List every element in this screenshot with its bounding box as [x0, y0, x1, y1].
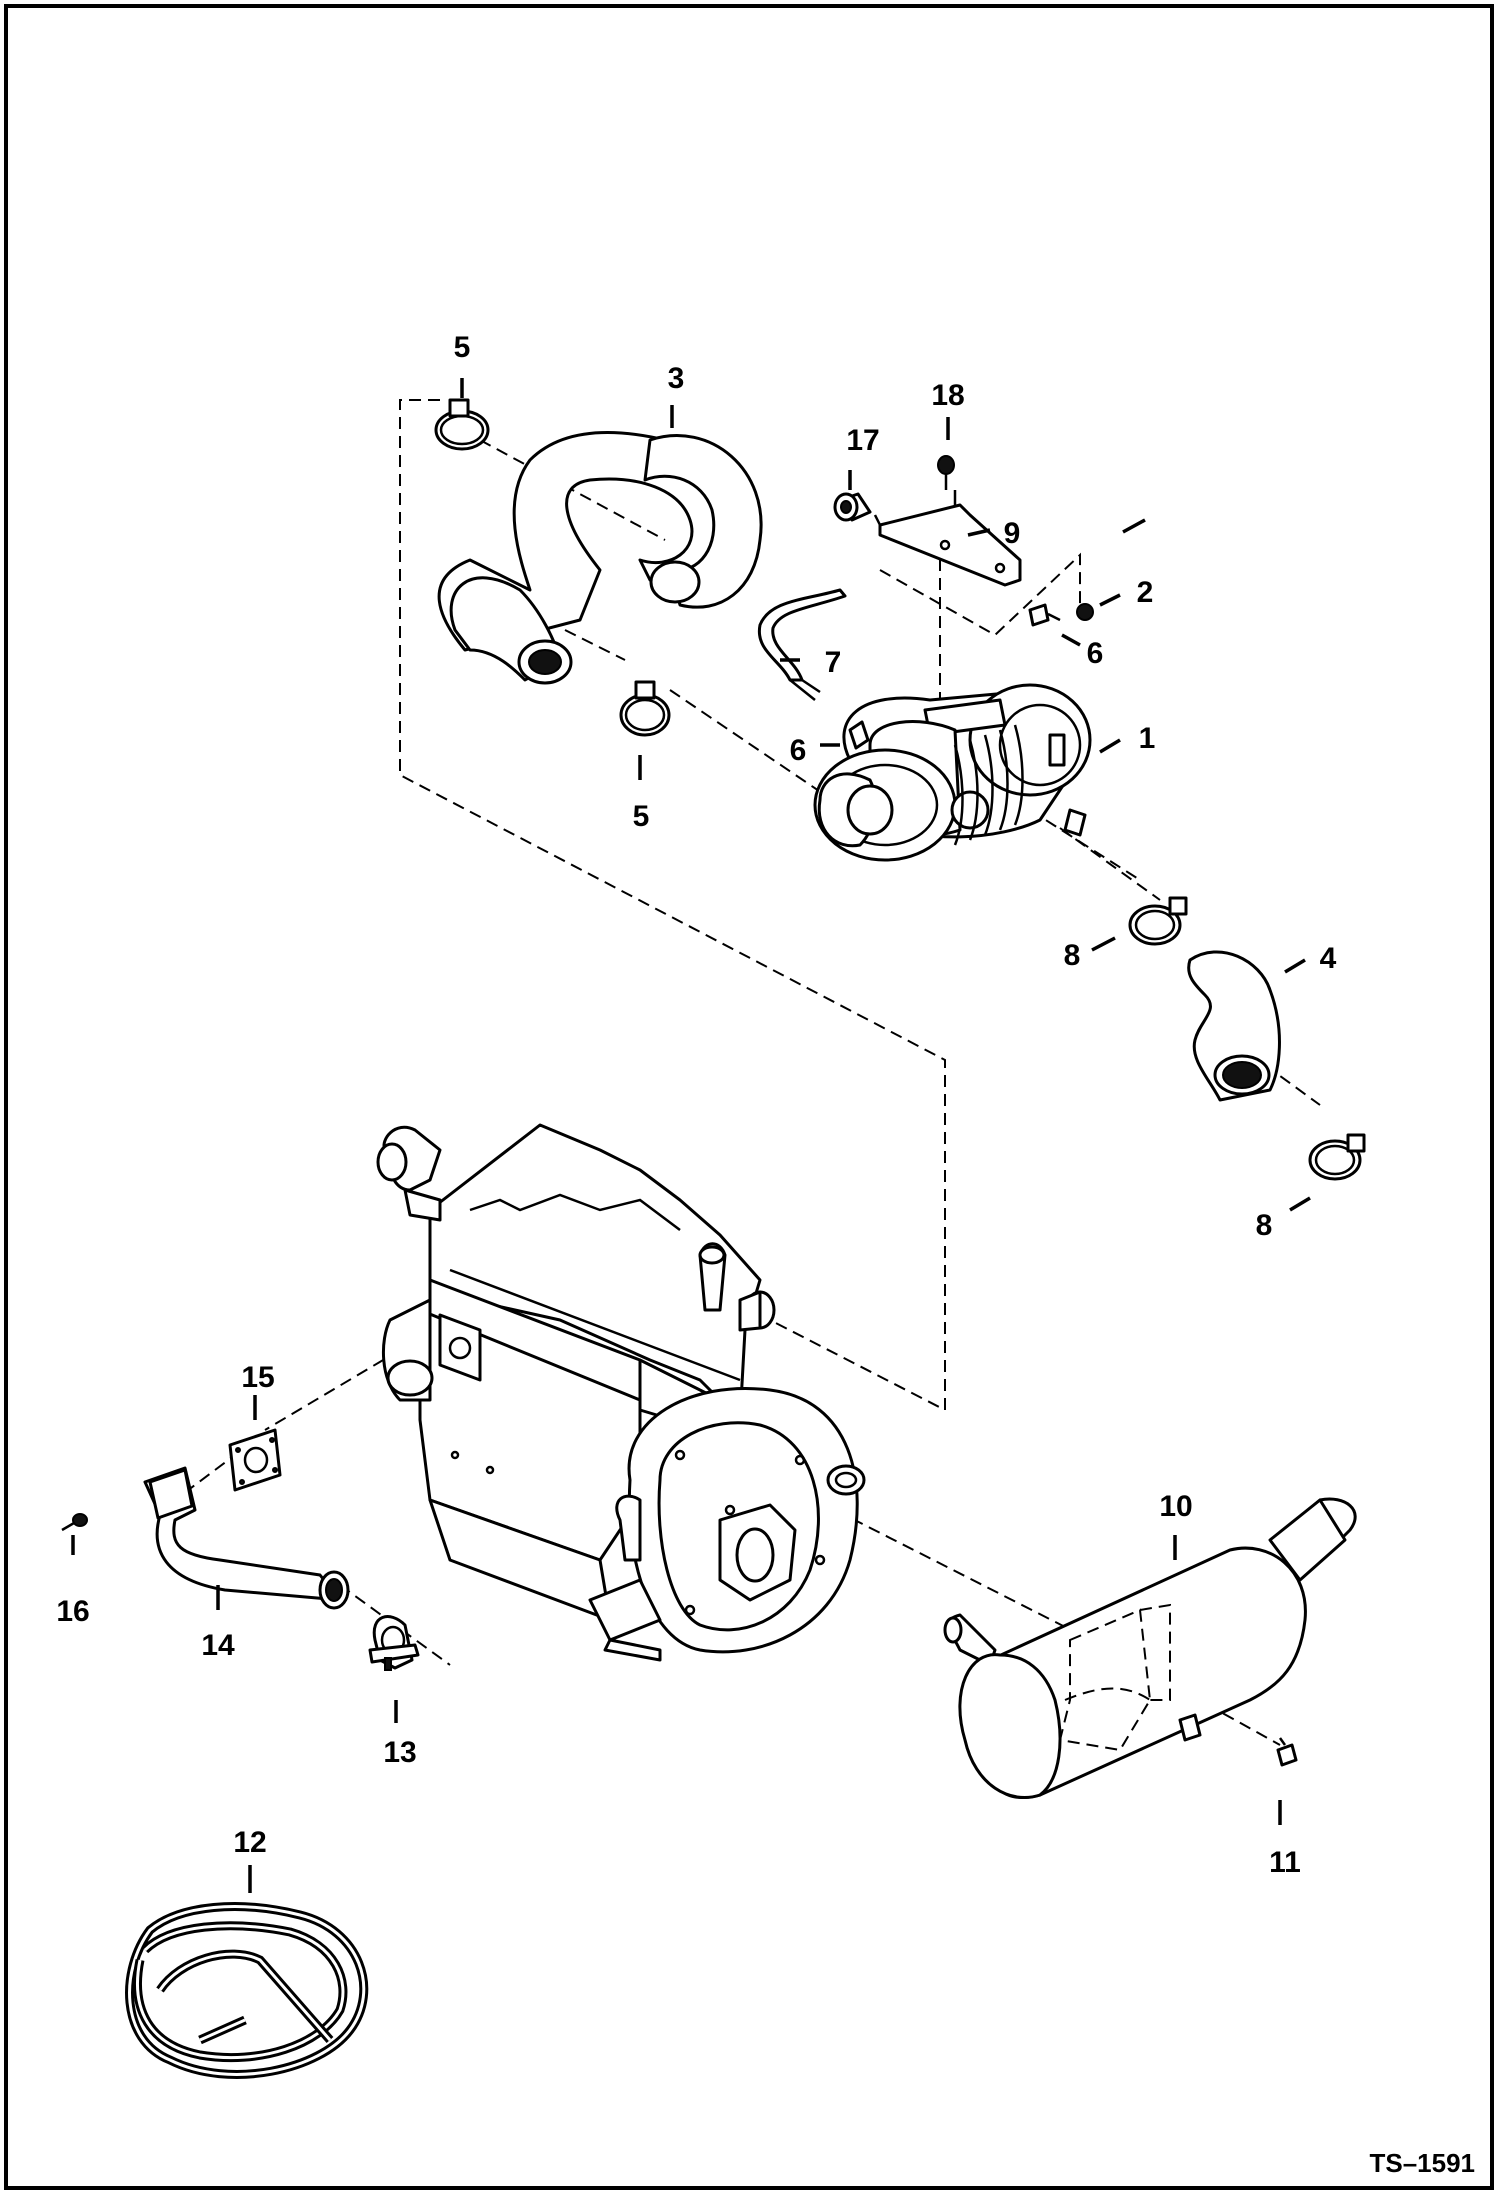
callout-12: 11 — [1269, 1846, 1301, 1879]
air-cleaner — [813, 683, 1092, 862]
mounting-bracket — [873, 490, 1022, 587]
muffler — [943, 1497, 1357, 1800]
callout-16: 16 — [56, 1595, 89, 1628]
callout-5-lower: 5 — [633, 800, 650, 833]
callout-13: 13 — [383, 1736, 416, 1769]
exhaust-clamp — [368, 1615, 420, 1671]
callout-6-upper: 6 — [1087, 637, 1104, 670]
exhaust-pipe — [143, 1466, 350, 1610]
nut-2 — [1076, 603, 1094, 621]
callout-4: 4 — [1320, 942, 1337, 975]
support-rod — [757, 588, 847, 701]
bolt-6-upper — [1028, 603, 1061, 627]
callout-15: 15 — [241, 1361, 274, 1394]
callout-11: 10 — [1159, 1490, 1192, 1523]
air-intake-hose-large — [437, 431, 763, 685]
bolt-12 — [1276, 1737, 1298, 1767]
callout-7: 7 — [825, 646, 842, 679]
callout-14: 14 — [201, 1629, 235, 1662]
bolt-16 — [61, 1513, 88, 1532]
callout-9: 9 — [1004, 517, 1021, 550]
callout-2: 2 — [1137, 576, 1154, 609]
callout-5-upper: 5 — [454, 331, 471, 364]
page-border — [4, 4, 1494, 2190]
engine-block — [376, 1123, 866, 1662]
callout-3: 3 — [668, 362, 685, 395]
callout-1: 1 — [1139, 722, 1156, 755]
callout-17: 12 — [233, 1826, 266, 1859]
hose-clamp-upper — [434, 398, 490, 451]
callout-10: 17 — [846, 424, 879, 457]
bolt-6-lower — [848, 720, 870, 750]
exhaust-gasket — [228, 1428, 282, 1492]
callout-8-lower: 8 — [1256, 1209, 1273, 1242]
callout-6-lower: 6 — [790, 734, 807, 767]
callout-8-upper: 8 — [1064, 939, 1081, 972]
hose-coil — [125, 1902, 369, 2079]
callout-leader-lines — [71, 378, 1311, 1893]
callout-labels: 5 3 18 17 9 2 6 7 6 1 5 8 4 8 15 10 16 1… — [56, 331, 1475, 2178]
hose-clamp-8-lower — [1308, 1133, 1366, 1181]
callout-18: 18 — [931, 379, 964, 412]
bolt-18 — [937, 455, 955, 490]
air-intake-hose-small — [1187, 950, 1281, 1102]
hose-clamp-8-upper — [1128, 896, 1188, 946]
hose-clamp-lower — [619, 680, 671, 737]
drawing-number: TS–1591 — [1369, 2148, 1475, 2178]
rubber-cap — [833, 492, 872, 522]
